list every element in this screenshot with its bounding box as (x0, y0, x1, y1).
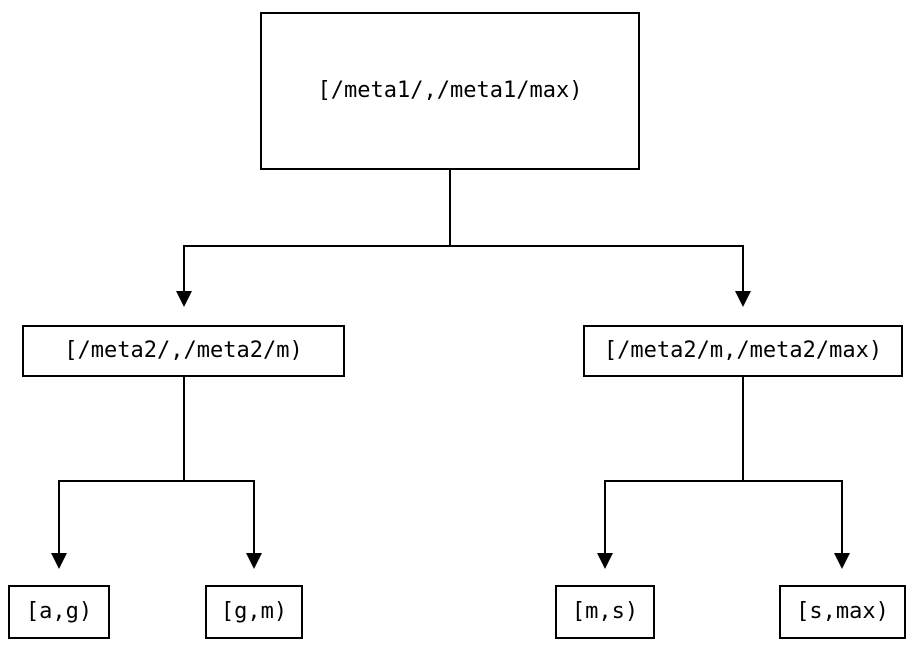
arrow-down-icon (51, 553, 67, 569)
node-root: [/meta1/,/meta1/max) (260, 12, 640, 170)
node-leaf-gm: [g,m) (205, 585, 303, 639)
node-leaf-ms: [m,s) (555, 585, 655, 639)
node-mid-right: [/meta2/m,/meta2/max) (583, 325, 903, 377)
arrow-down-icon (246, 553, 262, 569)
edge-mid-left-to-leaf-ag (58, 377, 185, 553)
edge-root-to-mid-left (183, 170, 451, 291)
arrow-down-icon (597, 553, 613, 569)
edge-root-to-mid-right (449, 170, 744, 291)
edge-mid-right-to-leaf-smax (742, 377, 843, 553)
node-leaf-smax: [s,max) (779, 585, 906, 639)
edge-mid-right-to-leaf-ms (604, 377, 744, 553)
arrow-down-icon (735, 291, 751, 307)
arrow-down-icon (834, 553, 850, 569)
node-leaf-ag: [a,g) (8, 585, 110, 639)
arrow-down-icon (176, 291, 192, 307)
edge-mid-left-to-leaf-gm (183, 377, 255, 553)
node-mid-left: [/meta2/,/meta2/m) (22, 325, 345, 377)
